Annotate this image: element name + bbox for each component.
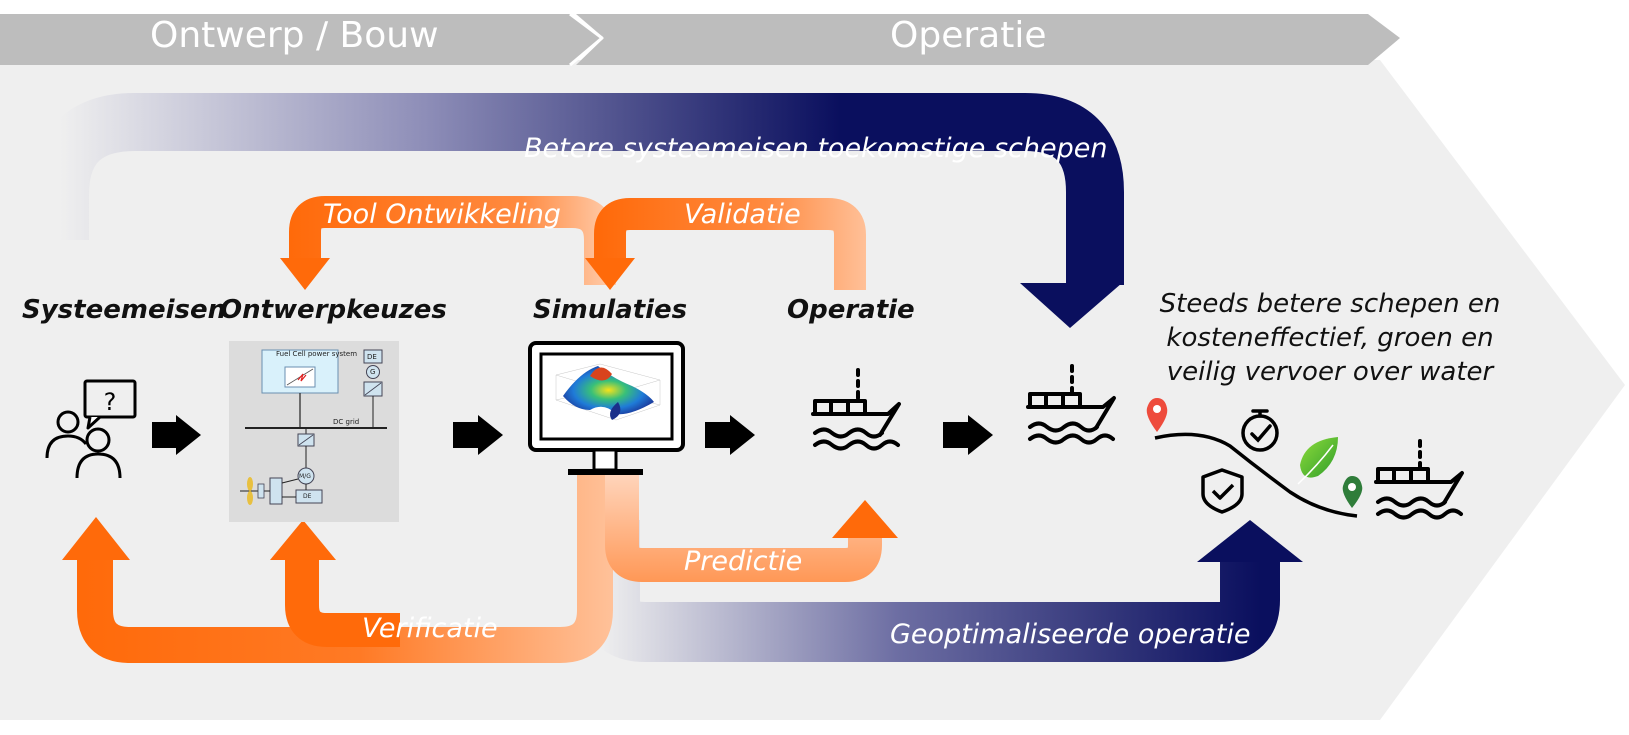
schematic-mg-label: M/G	[299, 473, 311, 480]
leaf-icon	[1297, 437, 1338, 485]
stage-title-requirements: Systeemeisen	[22, 295, 227, 325]
phase-bar-design	[0, 14, 602, 65]
schematic-bus-label: DC grid	[333, 418, 360, 426]
outcome-text: Steeds betere schepen en kosteneffectief…	[1155, 287, 1505, 389]
label-validation: Validatie	[684, 199, 801, 230]
outcome-line-2: kosteneffectief, groen en	[1166, 323, 1494, 353]
loop-prediction-head	[832, 500, 898, 538]
loop-verification-head-left	[62, 517, 130, 560]
flow-arrow-1	[152, 415, 201, 455]
design-schematic	[229, 341, 399, 522]
loop-verification-head-mid	[270, 520, 336, 560]
shield-check-icon	[1201, 468, 1244, 514]
flow-arrow-4	[943, 415, 993, 455]
svg-text:?: ?	[104, 388, 117, 416]
loop-validation	[594, 198, 866, 290]
monitor-icon	[528, 341, 685, 475]
loop-prediction	[605, 470, 882, 582]
schematic-title: Fuel Cell power system	[276, 350, 358, 358]
schematic-de2-label: DE	[303, 493, 312, 500]
loop-validation-head	[585, 258, 635, 290]
schematic-g-label: G	[370, 368, 376, 376]
flow-arrow-2	[453, 415, 503, 455]
stage-title-operation: Operatie	[787, 295, 915, 325]
people-question-icon: ?	[45, 379, 137, 479]
outcome-line-1: Steeds betere schepen en	[1159, 289, 1501, 319]
label-tool-development: Tool Ontwikkeling	[323, 199, 561, 230]
route-line	[1154, 432, 1358, 518]
loop-better-requirements-head	[1020, 283, 1122, 328]
loop-tool-development-head	[280, 258, 330, 290]
ship-icon-operation	[811, 368, 901, 451]
phase-label-operation: Operatie	[890, 15, 1047, 56]
phase-label-design: Ontwerp / Bouw	[150, 15, 439, 56]
loop-verification-inner	[285, 555, 400, 647]
loop-optimized-operation-head	[1197, 520, 1303, 562]
loop-better-requirements	[31, 93, 1124, 285]
stage-title-simulations: Simulaties	[533, 295, 688, 325]
phase-bar-operation	[576, 14, 1400, 65]
ship-icon-improved	[1026, 364, 1116, 445]
stopwatch-check-icon	[1241, 409, 1279, 452]
label-prediction: Predictie	[684, 546, 803, 577]
outcome-line-3: veilig vervoer over water	[1166, 357, 1494, 387]
label-better-requirements: Betere systeemeisen toekomstige schepen	[524, 133, 1108, 164]
flow-arrow-3	[705, 415, 755, 455]
pin-green-icon	[1342, 476, 1363, 508]
label-verification: Verificatie	[362, 613, 498, 644]
stage-title-design-choices: Ontwerpkeuzes	[220, 295, 447, 325]
label-optimized-operation: Geoptimaliseerde operatie	[890, 619, 1251, 650]
ship-icon-final	[1374, 439, 1464, 520]
pin-red-icon	[1146, 398, 1168, 432]
schematic-de-label: DE	[367, 353, 377, 361]
